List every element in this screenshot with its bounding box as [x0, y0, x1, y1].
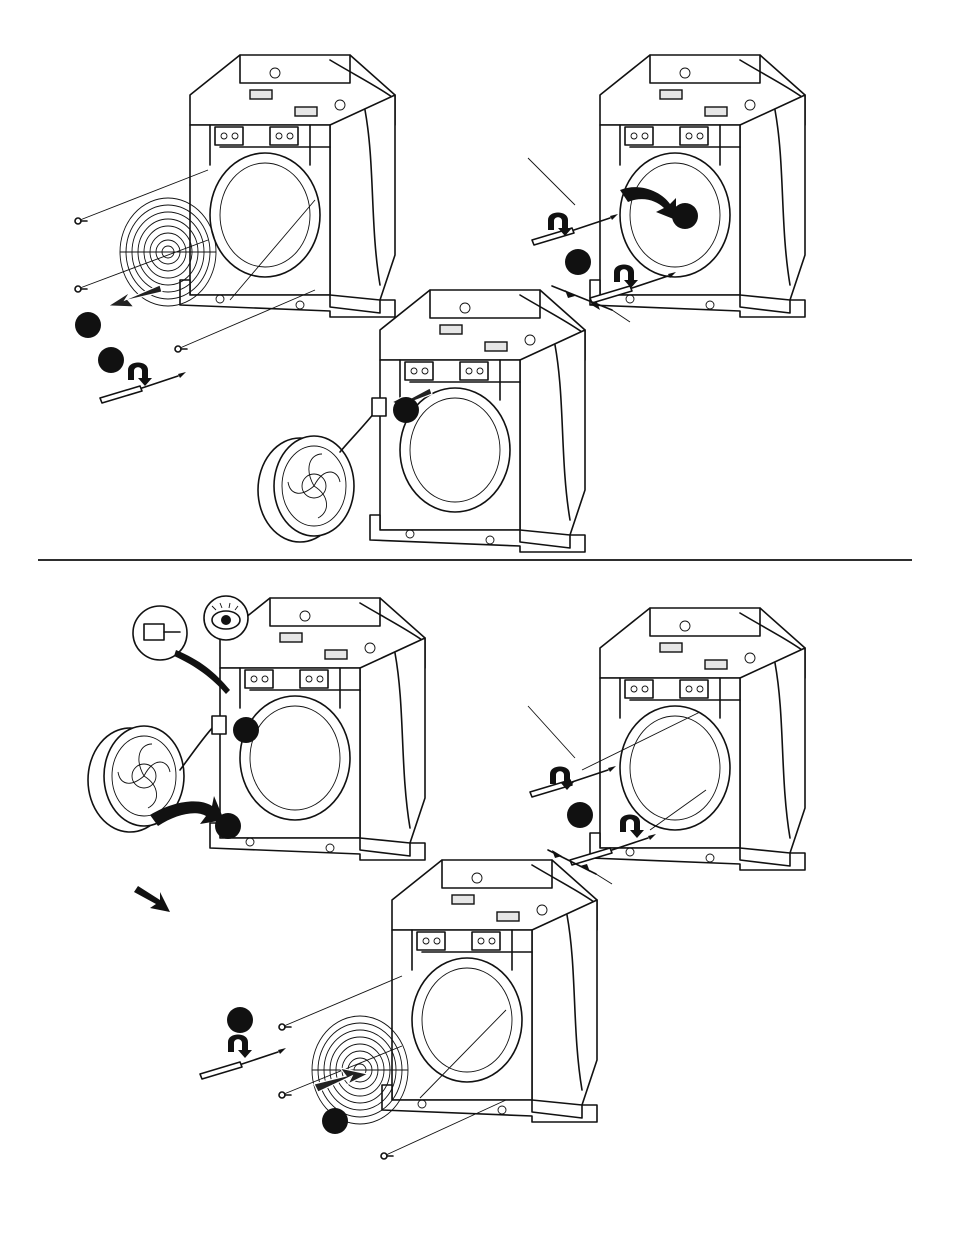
rotate-arrow-icon [228, 1035, 252, 1059]
step-badge [75, 312, 101, 338]
step-badge [567, 802, 593, 828]
screw [381, 1153, 393, 1159]
step-install-screws [528, 608, 805, 884]
step-badge [227, 1007, 253, 1033]
step-badge [322, 1108, 348, 1134]
screw [75, 286, 87, 292]
direction-arrow-icon [134, 886, 170, 912]
screw [279, 1024, 291, 1030]
step-disconnect-fan [258, 290, 585, 552]
screw [75, 218, 87, 224]
step-badge [672, 203, 698, 229]
fan-housing [382, 860, 597, 1122]
connector-icon [144, 624, 164, 640]
step-install-guard [200, 860, 597, 1159]
step-badge [565, 249, 591, 275]
step-remove-screws [528, 55, 805, 322]
fan-housing [180, 55, 395, 317]
direction-arrow-icon [314, 1068, 368, 1092]
step-badge [98, 347, 124, 373]
rotate-arrow-icon [128, 363, 152, 387]
screw [279, 1092, 291, 1098]
fan-housing [590, 55, 805, 317]
step-badge [215, 813, 241, 839]
step-install-fan [88, 596, 425, 912]
connector-icon [372, 398, 386, 416]
step-badge [233, 717, 259, 743]
step-badge [393, 397, 419, 423]
step-remove-guard [75, 55, 395, 403]
connector-icon [212, 716, 226, 734]
screw [175, 346, 187, 352]
